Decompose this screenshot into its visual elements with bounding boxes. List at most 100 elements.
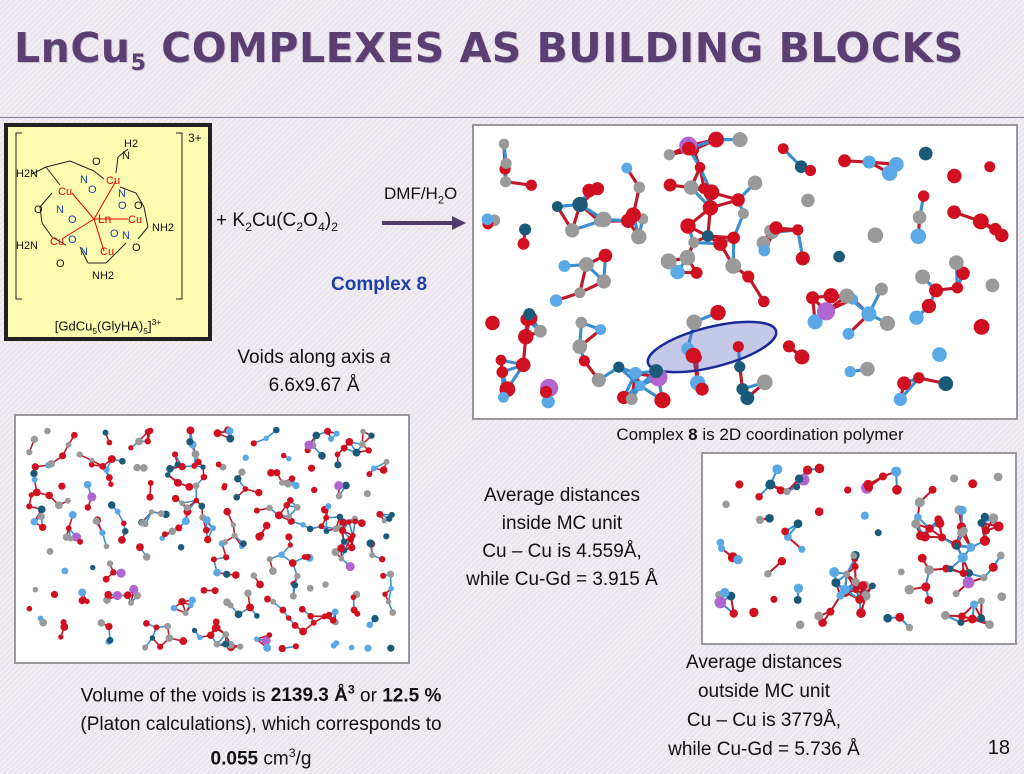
structure-atom [45,492,53,500]
reagent: + K2Cu(C2O4)2 [216,210,338,234]
structure-atom [380,466,388,474]
structure-atom [950,474,958,482]
structure-atom [267,632,273,638]
structure-atom [947,169,961,183]
structure-atom [183,610,189,616]
structure-atom [263,644,271,652]
structure-atom [322,613,328,619]
structure-atom [351,594,357,600]
svg-text:N: N [80,174,88,186]
structure-atom [783,340,795,352]
structure-atom [223,598,231,606]
reagent-k-sub: 2 [245,220,252,234]
structure-atom [500,176,511,187]
structure-atom [621,163,632,174]
structure-atom [920,532,930,542]
solvent-prefix: DMF/H [384,184,438,203]
voids-line-2: 6.6x9.67 Å [196,372,432,400]
structure-atom [749,608,758,617]
structure-atom [187,426,195,434]
structure-atom [915,497,925,507]
structure-atom [851,563,858,570]
inside-mc-text: Average distances inside MC unit Cu – Cu… [420,482,704,594]
structure-atom [337,544,345,552]
inside-line-1: Average distances [420,482,704,510]
structure-atom [722,501,729,508]
structure-atom [286,514,292,520]
structure-atom [703,200,718,215]
structure-atom [654,392,670,408]
structure-atom [559,260,571,272]
structure-atom [725,258,741,274]
svg-text:Cu: Cu [100,246,114,258]
structure-atom [863,155,876,168]
packing-structure-image [19,419,405,659]
structure-atom [308,465,315,472]
structure-atom [518,238,530,250]
structure-atom [597,274,611,288]
structure-atom [124,591,132,599]
molecule-caption-prefix: [GdCu [55,318,93,333]
structure-atom [142,645,148,651]
structure-atom [146,494,153,501]
structure-atom [341,538,347,544]
structure-atom [222,539,228,545]
structure-atom [238,468,245,475]
structure-atom [963,577,975,589]
structure-atom [831,578,840,587]
structure-atom [294,504,301,511]
structure-atom [736,383,748,395]
solvent-label: DMF/H2O [384,184,457,206]
structure-atom [629,367,641,379]
structure-atom [293,643,299,649]
structure-atom [371,615,378,622]
structure-atom [970,600,978,608]
structure-atom [178,544,184,550]
molecule-charge: 3+ [188,131,202,145]
outside-line-4: while Cu-Gd = 5.736 Å [620,735,908,764]
structure-atom [185,483,193,491]
structure-atom [824,288,839,303]
voids-axis: a [380,347,391,368]
structure-atom [214,641,221,648]
structure-atom [913,372,924,383]
structure-atom [861,512,869,520]
structure-atom [254,636,259,641]
structure-atom [284,480,292,488]
structure-atom [323,515,329,521]
structure-atom [223,554,229,560]
structure-atom [796,251,810,265]
structure-atom [853,586,860,593]
structure-atom [312,432,320,440]
structure-atom [171,605,177,611]
reaction-plus: + [216,210,232,231]
structure-atom [574,287,585,298]
svg-text:N: N [118,188,126,200]
structure-atom [254,508,260,514]
structure-atom [380,573,386,579]
structure-atom [133,464,140,471]
structure-atom [843,571,850,578]
structure-atom [880,316,895,331]
structure-atom [331,642,337,648]
structure-atom [107,560,113,566]
structure-atom [246,604,254,612]
structure-atom [387,571,394,578]
structure-atom [59,452,66,459]
structure-atom [572,197,587,212]
structure-atom [360,429,366,435]
structure-atom [960,569,968,577]
structure-atom [108,501,116,509]
svg-text:H2N: H2N [16,240,38,252]
structure-atom [304,554,310,560]
structure-atom [664,179,677,192]
structure-atom [966,543,975,552]
structure-atom [863,480,873,490]
structure-atom [179,463,186,470]
structure-atom [346,562,355,571]
volume-line-3: 0.055 cm3/g [6,739,516,773]
structure-atom [909,311,923,325]
structure-atom [758,296,770,308]
svg-text:Cu: Cu [58,186,72,198]
structure-atom [778,557,786,565]
